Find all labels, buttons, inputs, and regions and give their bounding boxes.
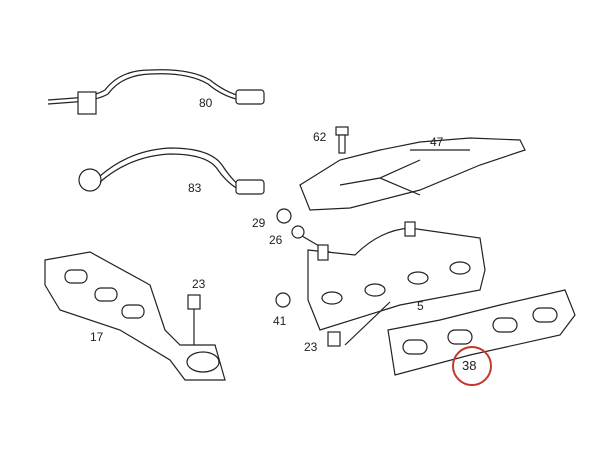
stud-23-upper [187, 294, 201, 345]
exhaust-manifold-17 [44, 251, 226, 381]
oxygen-sensor-80 [47, 69, 265, 115]
oxygen-sensor-83 [78, 147, 265, 195]
part-label-23-lower: 23 [304, 340, 318, 354]
part-label-5: 5 [417, 299, 424, 313]
manifold-gasket-38 [387, 289, 576, 376]
part-label-26: 26 [269, 233, 283, 247]
part-label-41: 41 [273, 314, 287, 328]
part-label-17: 17 [90, 330, 104, 344]
part-label-38: 38 [462, 358, 477, 373]
bolt-62 [335, 126, 349, 154]
part-label-83: 83 [188, 181, 202, 195]
exhaust-manifold-5 [307, 221, 486, 331]
stud-23-lower [327, 301, 391, 347]
nut-41 [275, 292, 291, 308]
part-label-80: 80 [199, 96, 213, 110]
gasket-ring-26 [291, 225, 305, 239]
nut-29 [276, 208, 292, 224]
part-label-62: 62 [313, 130, 327, 144]
part-label-47: 47 [430, 135, 444, 149]
heat-shield-47 [299, 137, 526, 211]
part-label-23-upper: 23 [192, 277, 206, 291]
highlight-circle [452, 346, 492, 386]
part-label-29: 29 [252, 216, 266, 230]
